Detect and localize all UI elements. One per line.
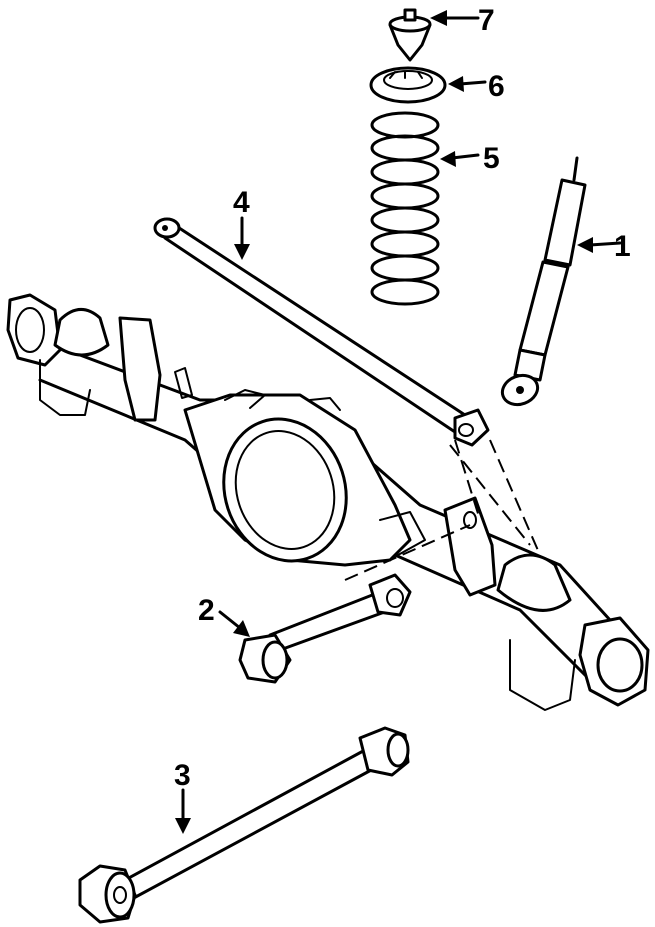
bump-stop	[388, 8, 432, 62]
callout-7: 7	[478, 4, 495, 37]
callout-arrows	[175, 10, 622, 834]
leader-lines	[344, 439, 541, 581]
callout-4: 4	[233, 186, 250, 219]
callout-6: 6	[488, 70, 505, 103]
shock-absorber	[500, 156, 587, 407]
callout-2: 2	[198, 594, 215, 627]
spring-insulator	[369, 66, 447, 104]
callout-1: 1	[614, 230, 631, 263]
callout-5: 5	[483, 142, 500, 175]
callout-3: 3	[174, 759, 191, 792]
rear-axle-housing	[6, 293, 650, 711]
upper-control-arm	[238, 573, 412, 684]
lateral-control-rod	[153, 217, 490, 447]
coil-spring	[370, 111, 440, 306]
lower-control-arm	[78, 726, 410, 924]
